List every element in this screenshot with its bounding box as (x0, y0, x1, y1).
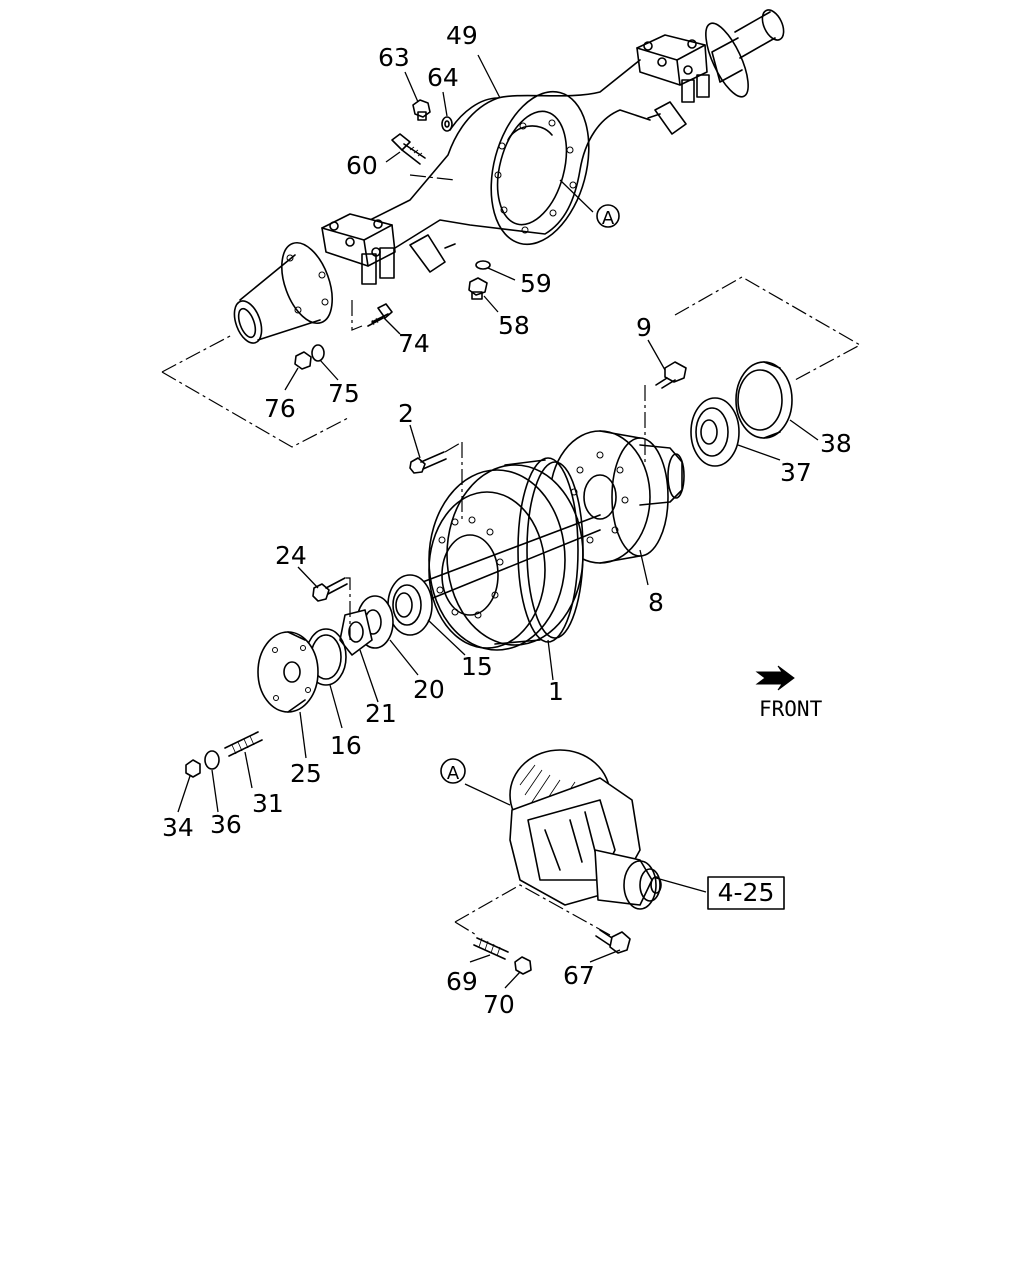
bearing-race-38 (735, 361, 793, 439)
label-a-bottom: A (447, 763, 460, 784)
bolt-67 (595, 929, 631, 954)
label-31: 31 (252, 789, 284, 818)
breather-bolt-63 (412, 99, 431, 121)
label-59: 59 (520, 269, 552, 298)
flange-21 (339, 609, 373, 656)
label-9: 9 (636, 313, 652, 342)
bearing-15 (387, 574, 433, 636)
washer-75 (311, 344, 325, 362)
label-49: 49 (446, 21, 478, 50)
label-36: 36 (210, 810, 242, 839)
label-8: 8 (648, 588, 664, 617)
nut-34 (185, 759, 201, 778)
gasket-59 (475, 260, 491, 270)
reference-circle-a-bottom (440, 758, 466, 784)
stud-31 (224, 731, 263, 757)
label-64: 64 (427, 63, 459, 92)
label-21: 21 (365, 699, 397, 728)
label-76: 76 (264, 394, 296, 423)
bolt-2 (409, 451, 447, 474)
bolt-60 (391, 133, 426, 165)
label-24: 24 (275, 541, 307, 570)
label-75: 75 (328, 379, 360, 408)
hub-cover-25 (257, 631, 319, 713)
stud-69 (473, 937, 509, 960)
reference-box (707, 876, 785, 910)
label-1: 1 (548, 677, 564, 706)
label-20: 20 (413, 675, 445, 704)
washer-36 (204, 750, 220, 770)
washer-64 (441, 116, 453, 132)
label-63: 63 (378, 43, 410, 72)
leader-lines (177, 54, 819, 989)
label-70: 70 (483, 990, 515, 1019)
assembly-lines (161, 174, 862, 937)
label-60: 60 (346, 151, 378, 180)
label-69: 69 (446, 967, 478, 996)
label-67: 67 (563, 961, 595, 990)
label-38: 38 (820, 429, 852, 458)
label-15: 15 (461, 652, 493, 681)
label-25: 25 (290, 759, 322, 788)
nut-76 (294, 351, 312, 370)
label-58: 58 (498, 311, 530, 340)
front-arrow-icon (755, 665, 795, 691)
callout-labels: 49 63 64 60 A 59 58 74 75 76 9 38 37 2 8… (162, 21, 852, 1019)
front-label: FRONT (759, 697, 823, 721)
label-2: 2 (398, 399, 414, 428)
label-74: 74 (398, 329, 430, 358)
front-indicator: FRONT (755, 665, 823, 721)
bolt-74 (367, 303, 393, 327)
label-16: 16 (330, 731, 362, 760)
nut-70 (514, 956, 532, 975)
reference-circle-a-top (596, 204, 620, 228)
label-37: 37 (780, 458, 812, 487)
drain-plug-58 (468, 277, 488, 300)
bolt-9 (655, 361, 687, 389)
axle-housing (233, 9, 785, 344)
label-ref-4-25: 4-25 (718, 878, 775, 907)
label-34: 34 (162, 813, 194, 842)
bearing-37 (690, 397, 740, 467)
brake-drum-1 (419, 457, 601, 651)
differential-carrier (509, 749, 662, 910)
label-a-top: A (602, 208, 615, 229)
bolt-24 (312, 577, 348, 602)
